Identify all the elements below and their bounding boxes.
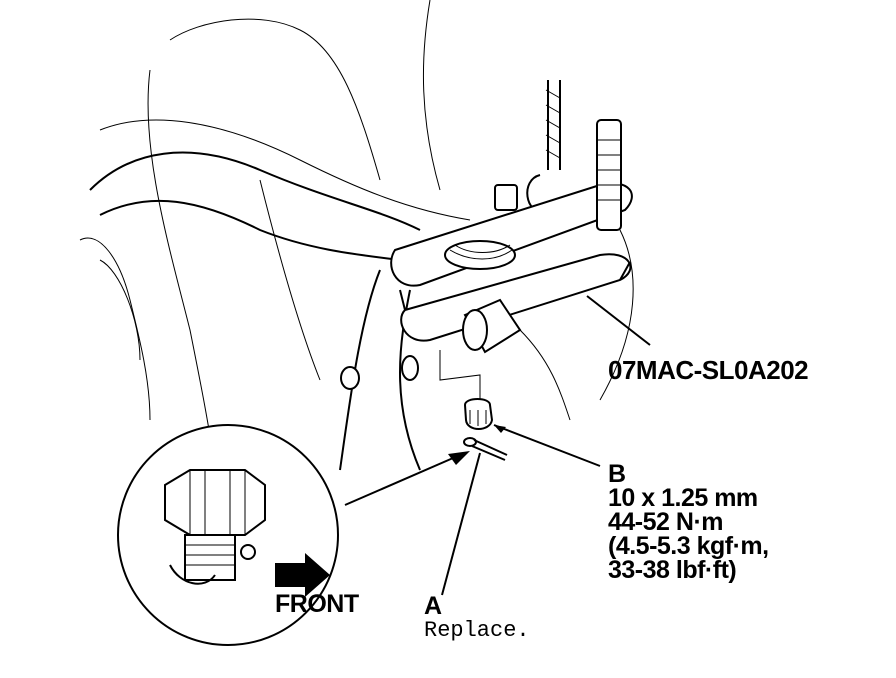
front-label: FRONT — [275, 590, 359, 618]
front-arrow-icon — [275, 553, 330, 597]
chain — [526, 80, 561, 214]
tool-leader-line — [586, 295, 651, 346]
cotter-pin-a — [463, 437, 508, 461]
nut-b-leader-line — [493, 424, 601, 467]
part-b-letter: B — [608, 460, 626, 488]
part-b-size: 10 x 1.25 mm — [608, 484, 758, 512]
pin-a-leader-line — [441, 452, 481, 596]
part-a-letter: A — [424, 592, 442, 620]
ball-joint-remover-tool — [390, 119, 633, 354]
detail-magnifier — [117, 424, 339, 646]
castle-nut-b — [463, 398, 494, 430]
detail-arrow — [344, 454, 461, 506]
part-b-torque-lbf: 33-38 lbf·ft) — [608, 556, 737, 584]
knuckle-outline — [79, 0, 634, 471]
part-a-note: Replace. — [424, 618, 530, 643]
part-b-torque-nm: 44-52 N·m — [608, 508, 724, 536]
tool-number-label: 07MAC-SL0A202 — [608, 355, 809, 385]
part-b-torque-kgf: (4.5-5.3 kgf·m, — [608, 532, 769, 560]
